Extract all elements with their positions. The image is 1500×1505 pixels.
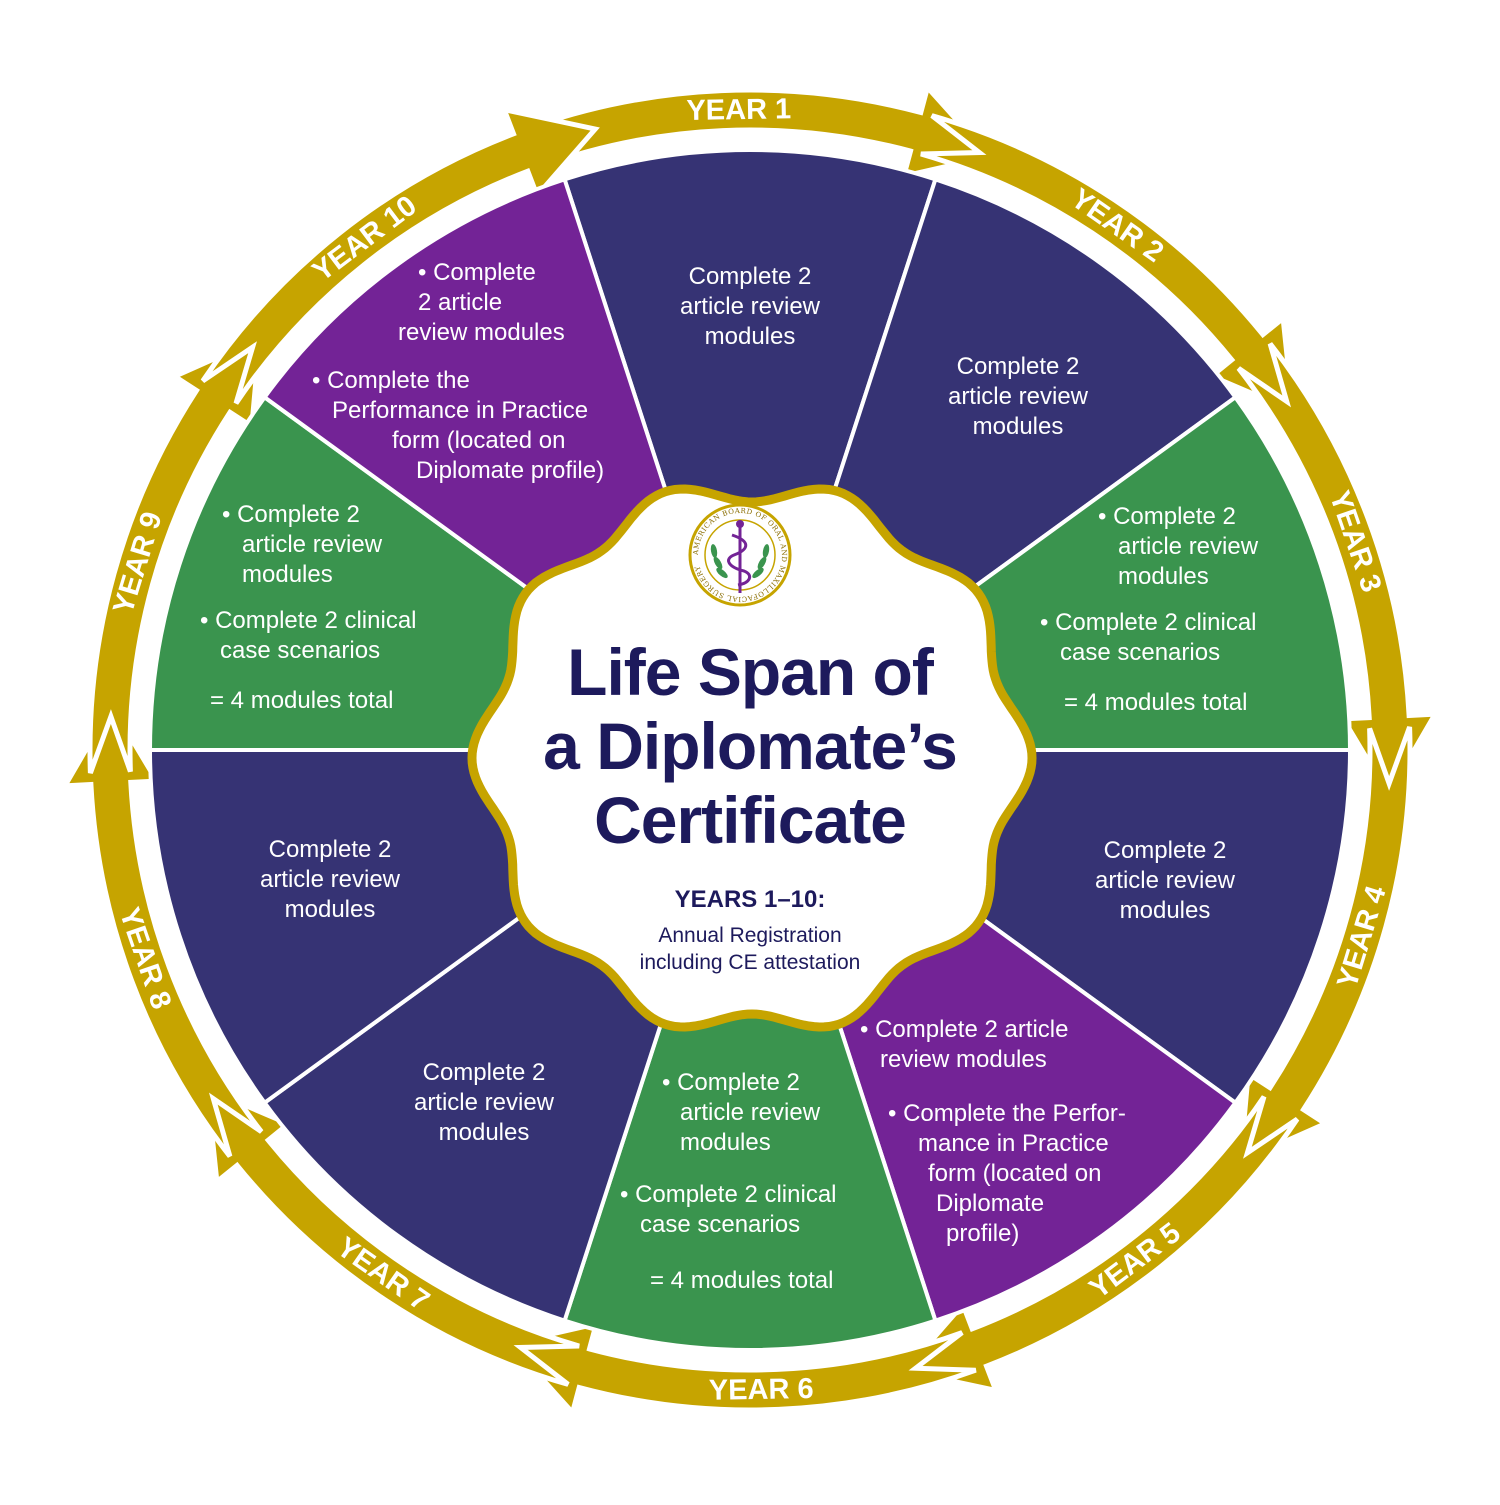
segment-text-year-6: • Complete 2 article review modules • Co…: [620, 1068, 910, 1296]
text-line: • Complete the Perfor-: [888, 1100, 1126, 1127]
segment-text-year-1: Complete 2 article review modules: [640, 262, 860, 352]
segment-year-1: [562, 148, 938, 757]
year-label-6: YEAR 6: [709, 1373, 814, 1407]
text-line: article review: [679, 293, 821, 320]
seal-icon: AMERICAN BOARD OF ORAL AND MAXILLOFACIAL…: [688, 503, 792, 607]
text-line: Performance in Practice: [332, 397, 589, 424]
text-line: Complete 2: [1103, 837, 1227, 864]
note-line: including CE attestation: [639, 951, 861, 974]
scalloped-badge: [467, 484, 1037, 1032]
segment-text-year-9: • Complete 2 article review modules • Co…: [200, 500, 490, 716]
segment-text-year-10: • Complete 2 article review modules • Co…: [312, 258, 652, 486]
text-line: modules: [1118, 563, 1209, 590]
arrow-3: [1236, 342, 1440, 800]
arrow-9: [87, 334, 263, 774]
text-line: • Complete 2: [1098, 503, 1236, 530]
text-line: modules: [438, 1119, 530, 1146]
text-line: article review: [1094, 867, 1236, 894]
page-title: Life Span of a Diplomate’s Certificate: [460, 635, 1040, 857]
text-line: article review: [242, 531, 383, 558]
text-line: article review: [259, 866, 401, 893]
title-line: Life Span of: [567, 635, 934, 709]
text-line: modules: [972, 413, 1064, 440]
text-line: modules: [284, 896, 376, 923]
text-line: review modules: [880, 1046, 1047, 1073]
text-line: mance in Practice: [918, 1130, 1109, 1157]
text-line: case scenarios: [640, 1211, 801, 1238]
title-line: a Diplomate’s: [543, 709, 958, 783]
text-line: Complete 2: [268, 836, 392, 863]
text-line: article review: [947, 383, 1089, 410]
text-line: • Complete: [418, 259, 536, 286]
text-line: • Complete 2 clinical: [1040, 609, 1257, 636]
segment-text-year-4: Complete 2 article review modules: [1055, 836, 1275, 926]
text-line: Complete 2: [422, 1059, 546, 1086]
text-line: modules: [1119, 897, 1211, 924]
center-note: Annual Registration including CE attesta…: [560, 922, 940, 976]
arrow-6: [505, 1320, 977, 1418]
text-line: = 4 modules total: [1064, 689, 1248, 716]
arrow-ring: [60, 82, 1440, 1418]
text-line: profile): [946, 1220, 1020, 1247]
text-line: article review: [1118, 533, 1259, 560]
text-line: = 4 modules total: [650, 1267, 834, 1294]
text-line: form (located on: [928, 1160, 1102, 1187]
text-line: case scenarios: [220, 637, 381, 664]
year-label-1: YEAR 1: [686, 93, 791, 127]
text-line: form (located on: [392, 427, 566, 454]
arrow-10: [200, 106, 600, 405]
title-line: Certificate: [594, 783, 907, 857]
caduceus-icon: [727, 520, 752, 593]
center-heading: YEARS 1–10:: [674, 886, 826, 913]
text-line: article review: [413, 1089, 555, 1116]
text-line: • Complete 2 clinical: [200, 607, 417, 634]
note-line: Annual Registration: [658, 924, 842, 947]
text-line: modules: [680, 1129, 771, 1156]
text-line: review modules: [398, 319, 565, 346]
segment-text-year-5: • Complete 2 article review modules • Co…: [860, 1015, 1180, 1249]
text-line: modules: [242, 561, 333, 588]
text-line: article review: [680, 1099, 821, 1126]
segment-text-year-7: Complete 2 article review modules: [374, 1058, 594, 1148]
text-line: • Complete 2 article: [860, 1016, 1069, 1043]
center-badge: [467, 484, 1037, 1032]
text-line: 2 article: [418, 289, 503, 316]
text-line: Diplomate: [936, 1190, 1045, 1217]
segment-text-year-8: Complete 2 article review modules: [220, 835, 440, 925]
laurel-icon: [710, 544, 770, 579]
text-line: Complete 2: [956, 353, 1080, 380]
arrow-8: [60, 700, 264, 1158]
text-line: • Complete 2: [662, 1069, 800, 1096]
segment-text-year-3: • Complete 2 article review modules • Co…: [1040, 502, 1340, 718]
text-line: = 4 modules total: [210, 687, 394, 714]
segment-text-year-2: Complete 2 article review modules: [908, 352, 1128, 442]
text-line: Diplomate profile): [416, 457, 605, 484]
text-line: Complete 2: [688, 263, 812, 290]
segment-year-6: [562, 743, 938, 1352]
text-line: • Complete 2 clinical: [620, 1181, 837, 1208]
arrow-1: [523, 82, 995, 180]
text-line: case scenarios: [1060, 639, 1221, 666]
text-line: modules: [704, 323, 796, 350]
text-line: • Complete 2: [222, 501, 360, 528]
arrow-5: [900, 1095, 1300, 1394]
text-line: • Complete the: [312, 367, 470, 394]
arrow-4: [1237, 726, 1413, 1166]
